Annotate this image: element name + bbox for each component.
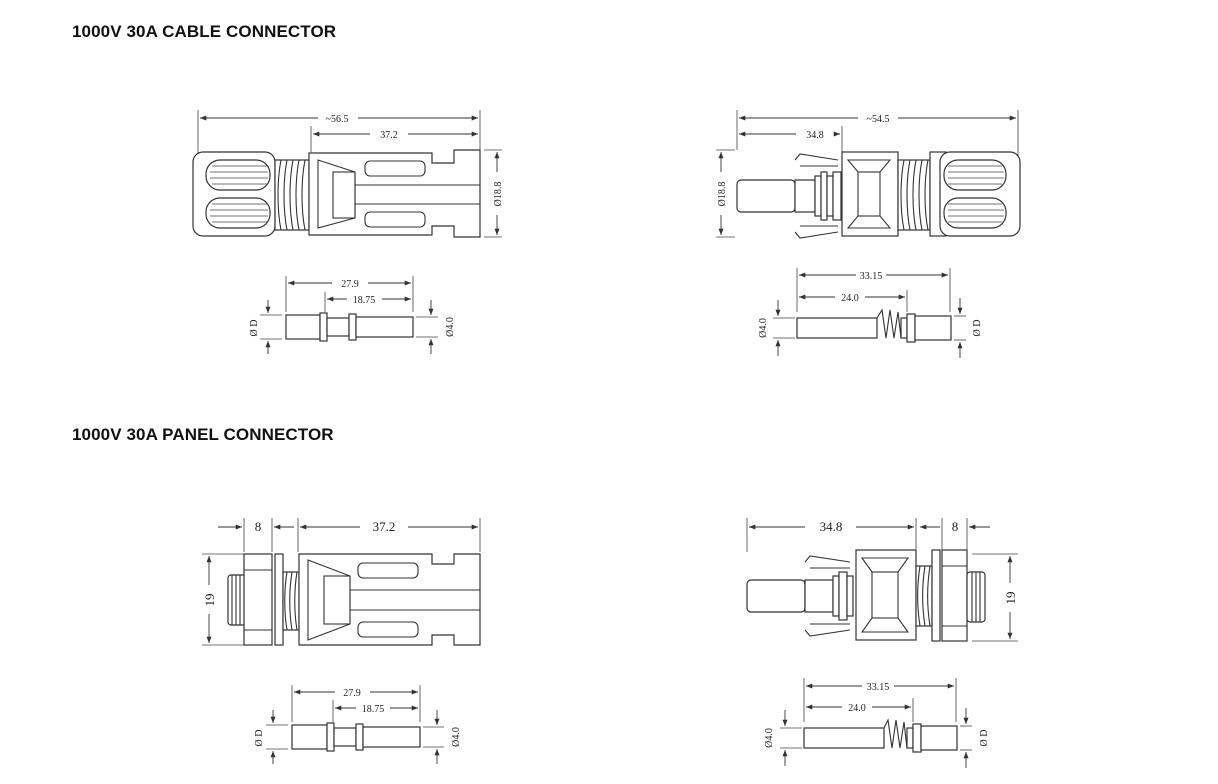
dim-body-label: 34.8 (820, 519, 843, 534)
dim-diameter-label: Ø18.8 (717, 182, 728, 207)
male-plug (736, 153, 842, 239)
section-title-panel-connector: 1000V 30A PANEL CONNECTOR (72, 425, 334, 444)
panel-thread (915, 549, 986, 642)
diameter-dim: Ø18.8 (716, 149, 735, 238)
dim-overall: ~56.5 (197, 110, 481, 158)
male-pin: 33.15 24.0 Ø4.0 Ø D (758, 268, 983, 358)
dim-pin-total: 33.15 (867, 682, 890, 693)
dim-pin-length: 18.75 (353, 295, 376, 306)
dim-body-label: 37.2 (380, 130, 398, 141)
housing (308, 149, 481, 238)
dim-top: 34.8 8 (746, 518, 990, 552)
male-plug (746, 555, 854, 637)
dim-pin-dia: Ø4.0 (445, 317, 456, 337)
dim-diameter: Ø18.8 (484, 149, 504, 238)
dim-pin-dia: Ø4.0 (758, 318, 769, 338)
housing (841, 151, 899, 237)
dim-height: 19 (202, 553, 244, 646)
thread (897, 159, 931, 231)
dim-pin-total: 27.9 (343, 688, 361, 699)
dim-pin-length: 18.75 (362, 704, 385, 715)
cable-nut (929, 151, 1021, 237)
cable-male-connector: ~54.5 34.8 Ø18.8 (716, 110, 1021, 358)
dim-overall: ~54.5 (736, 110, 1019, 158)
dim-body-label: 34.8 (806, 130, 824, 141)
dim-pin-d: Ø D (979, 730, 990, 747)
dim-diameter-label: Ø18.8 (493, 182, 504, 207)
dim-overall-label: ~56.5 (326, 114, 349, 125)
section-title-cable-connector: 1000V 30A CABLE CONNECTOR (72, 22, 337, 41)
dim-pin-d: Ø D (249, 320, 260, 337)
male-pin: 33.15 24.0 Ø4.0 Ø D (764, 678, 990, 768)
thread (274, 159, 310, 231)
dim-nut-label: 8 (255, 519, 262, 534)
panel-thread (227, 553, 300, 646)
cable-female-connector: ~56.5 37.2 (192, 110, 504, 354)
dim-pin-length: 24.0 (848, 703, 866, 714)
dim-height: 19 (972, 553, 1018, 642)
dim-pin-dia: Ø4.0 (764, 728, 775, 748)
dim-pin-d: Ø D (972, 320, 983, 337)
dim-nut-label: 8 (952, 519, 959, 534)
dim-pin-dia: Ø4.0 (451, 727, 462, 747)
dim-body: 34.8 (739, 126, 843, 152)
dim-pin-total: 27.9 (341, 279, 359, 290)
housing (855, 549, 917, 641)
panel-female-connector: 8 37.2 19 (202, 518, 481, 764)
dim-body-label: 37.2 (373, 519, 396, 534)
dim-height-label: 19 (1003, 592, 1018, 605)
female-pin: 27.9 18.75 Ø D Ø4.0 (254, 685, 462, 764)
dim-pin-d: Ø D (254, 730, 265, 747)
cable-nut (192, 151, 276, 237)
dim-pin-total: 33.15 (860, 271, 883, 282)
dim-height-label: 19 (202, 594, 217, 607)
female-pin: 27.9 18.75 Ø D Ø4.0 (249, 276, 456, 354)
panel-male-connector: 34.8 8 19 (746, 518, 1018, 768)
housing (298, 553, 481, 646)
dim-pin-length: 24.0 (841, 293, 859, 304)
dim-body: 37.2 (310, 126, 478, 152)
dim-top: 8 37.2 (218, 518, 481, 552)
dim-overall-label: ~54.5 (867, 114, 890, 125)
